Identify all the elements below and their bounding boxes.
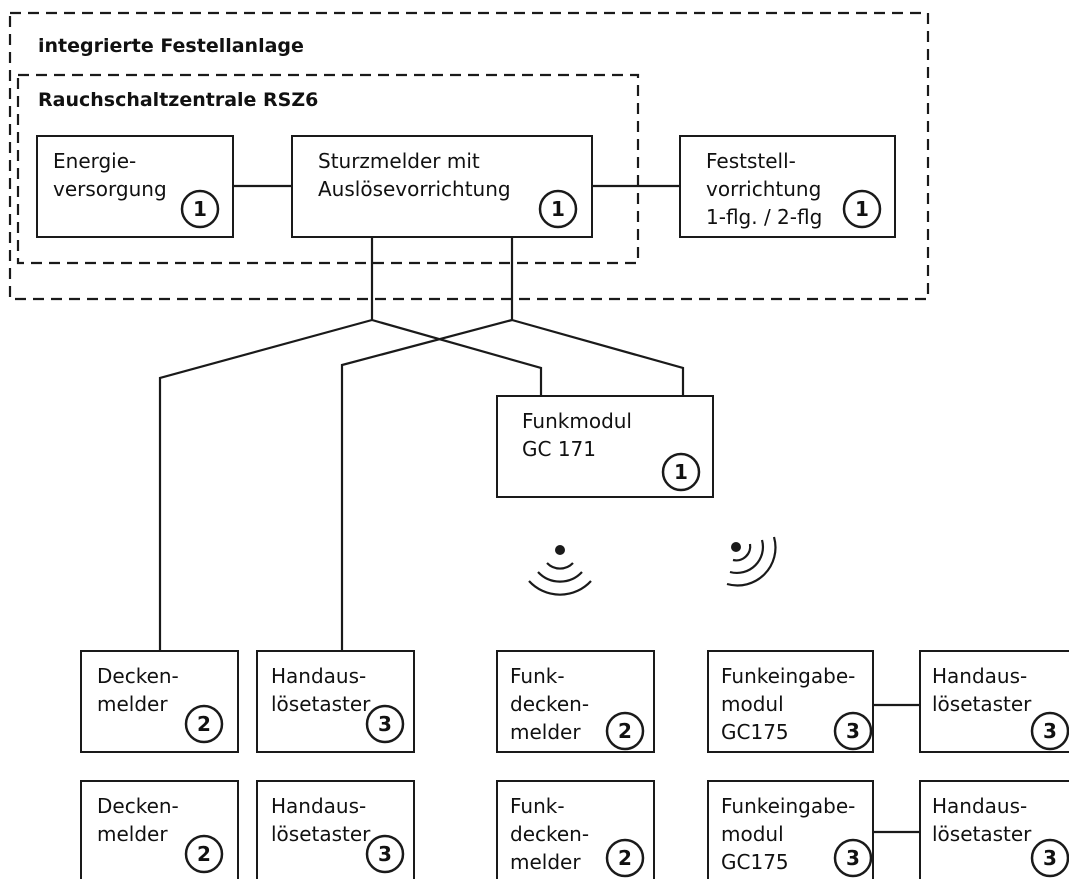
svg-text:melder: melder: [510, 720, 581, 744]
svg-text:Handaus-: Handaus-: [932, 664, 1027, 688]
svg-text:lösetaster: lösetaster: [271, 822, 371, 846]
wire-to-deckenmelder: [158, 318, 373, 651]
svg-text:GC175: GC175: [721, 720, 789, 744]
svg-text:lösetaster: lösetaster: [271, 692, 371, 716]
svg-text:modul: modul: [721, 822, 784, 846]
wire-to-funkmodul-right: [511, 318, 685, 396]
wire-to-handaus: [340, 318, 513, 651]
svg-text:Auslösevorrichtung: Auslösevorrichtung: [318, 177, 511, 201]
svg-text:Handaus-: Handaus-: [271, 794, 366, 818]
svg-text:Sturzmelder mit: Sturzmelder mit: [318, 149, 480, 173]
deckenmelder-box-2: Decken- melder 2: [80, 780, 239, 879]
wire-to-funkmodul-left: [371, 318, 543, 396]
svg-text:Energie-: Energie-: [53, 149, 136, 173]
badge-3: 3: [378, 712, 392, 736]
svg-text:melder: melder: [97, 822, 168, 846]
integrated-system-frame: [8, 11, 930, 301]
deckenmelder-box-1: Decken- melder 2: [80, 650, 239, 753]
svg-text:Funkeingabe-: Funkeingabe-: [721, 664, 855, 688]
svg-text:lösetaster: lösetaster: [932, 822, 1032, 846]
svg-text:modul: modul: [721, 692, 784, 716]
svg-text:Funkeingabe-: Funkeingabe-: [721, 794, 855, 818]
connection-wires: [158, 184, 920, 834]
badge-2: 2: [197, 842, 211, 866]
svg-text:Funkmodul: Funkmodul: [522, 409, 632, 433]
badge-3: 3: [378, 842, 392, 866]
badge-2: 2: [618, 846, 632, 870]
radio-wave-icon: [726, 536, 777, 587]
handauslosetaster-box-r1: Handaus- lösetaster 3: [919, 650, 1069, 753]
badge-1: 1: [551, 197, 565, 221]
svg-text:GC 171: GC 171: [522, 437, 596, 461]
badge-3: 3: [846, 846, 860, 870]
funkdeckenmelder-box-1: Funk- decken- melder 2: [496, 650, 655, 753]
badge-3: 3: [1043, 719, 1057, 743]
svg-text:Decken-: Decken-: [97, 794, 179, 818]
svg-text:GC175: GC175: [721, 850, 789, 874]
rsz6-title: Rauchschaltzentrale RSZ6: [38, 89, 318, 111]
svg-text:Feststell-: Feststell-: [706, 149, 796, 173]
funkdeckenmelder-box-2: Funk- decken- melder 2: [496, 780, 655, 879]
svg-text:melder: melder: [97, 692, 168, 716]
sturzmelder-box: Sturzmelder mit Auslösevorrichtung 1: [291, 135, 593, 238]
svg-text:lösetaster: lösetaster: [932, 692, 1032, 716]
badge-1: 1: [193, 197, 207, 221]
svg-text:decken-: decken-: [510, 822, 589, 846]
badge-3: 3: [1043, 846, 1057, 870]
feststell-box: Feststell- vorrichtung 1-flg. / 2-flg 1: [679, 135, 896, 238]
handauslosetaster-box-1: Handaus- lösetaster 3: [256, 650, 415, 753]
integrated-system-title: integrierte Festellanlage: [38, 35, 304, 57]
badge-3: 3: [846, 719, 860, 743]
badge-1: 1: [855, 197, 869, 221]
radio-wave-icon: [528, 545, 592, 596]
svg-text:melder: melder: [510, 850, 581, 874]
handauslosetaster-box-r2: Handaus- lösetaster 3: [919, 780, 1069, 879]
funkeingabemodul-box-2: Funkeingabe- modul GC175 3: [707, 780, 874, 879]
funkmodul-box: Funkmodul GC 171 1: [496, 395, 714, 498]
badge-1: 1: [674, 460, 688, 484]
handauslosetaster-box-2: Handaus- lösetaster 3: [256, 780, 415, 879]
svg-text:Handaus-: Handaus-: [932, 794, 1027, 818]
funkeingabemodul-box-1: Funkeingabe- modul GC175 3: [707, 650, 874, 753]
svg-text:Handaus-: Handaus-: [271, 664, 366, 688]
badge-2: 2: [197, 712, 211, 736]
svg-text:versorgung: versorgung: [53, 177, 167, 201]
rsz6-frame: [16, 73, 640, 265]
svg-text:Funk-: Funk-: [510, 664, 565, 688]
badge-2: 2: [618, 719, 632, 743]
energy-supply-box: Energie- versorgung 1: [36, 135, 234, 238]
svg-text:Funk-: Funk-: [510, 794, 565, 818]
svg-text:Decken-: Decken-: [97, 664, 179, 688]
svg-text:vorrichtung: vorrichtung: [706, 177, 821, 201]
svg-text:1-flg. / 2-flg: 1-flg. / 2-flg: [706, 205, 822, 229]
svg-text:decken-: decken-: [510, 692, 589, 716]
